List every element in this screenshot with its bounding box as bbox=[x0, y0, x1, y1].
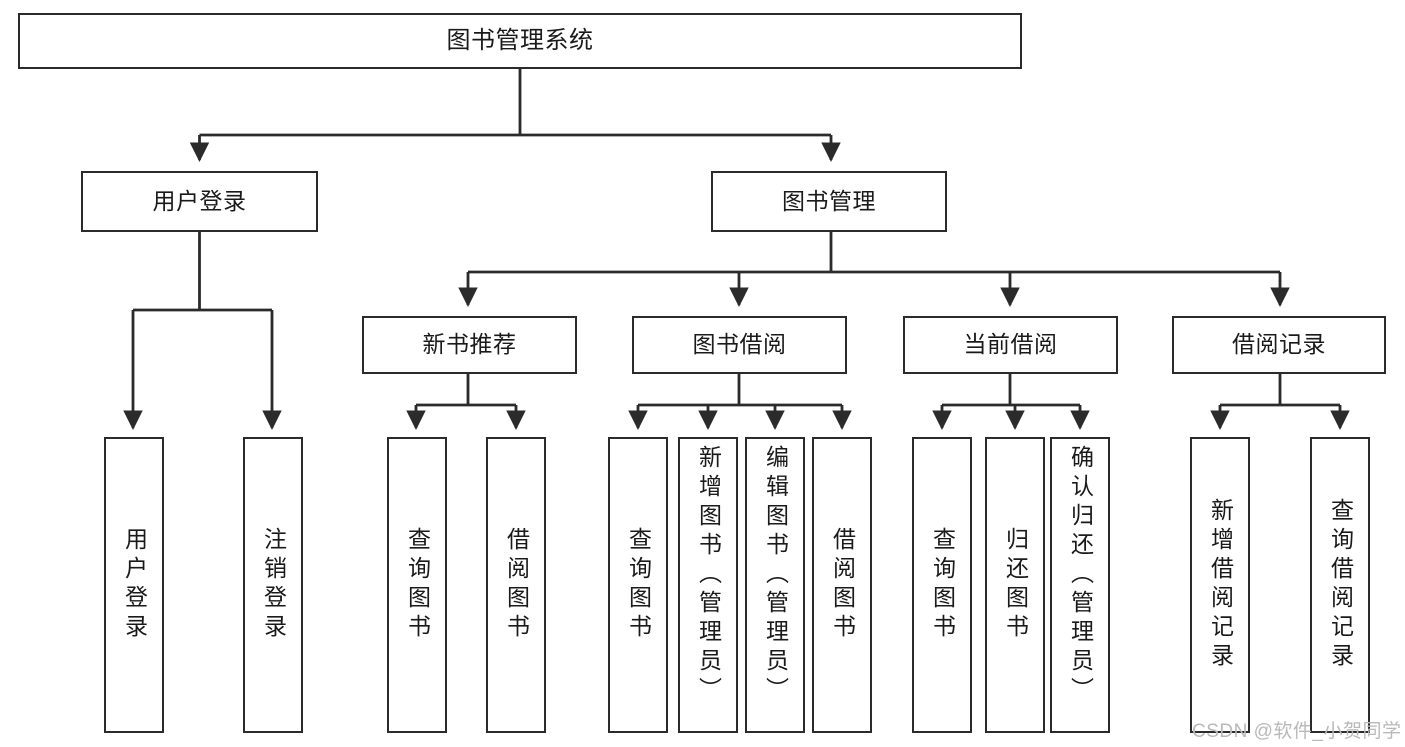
node-new-book-rec-label: 新书推荐 bbox=[422, 331, 517, 358]
node-leaf-add-record[interactable]: 新增借阅记录 bbox=[1190, 437, 1250, 733]
node-leaf-query-record-label: 查询借阅记录 bbox=[1327, 498, 1354, 672]
node-current-borrow[interactable]: 当前借阅 bbox=[903, 316, 1118, 374]
node-borrow-record[interactable]: 借阅记录 bbox=[1172, 316, 1386, 374]
node-leaf-query-book-1-label: 查询图书 bbox=[404, 527, 431, 643]
node-leaf-query-book-2[interactable]: 查询图书 bbox=[608, 437, 668, 733]
csdn-watermark: CSDN @软件_小贺同学 bbox=[1192, 721, 1402, 742]
node-leaf-logout[interactable]: 注销登录 bbox=[243, 437, 303, 733]
node-leaf-add-book-label: 新增图书（管理员） bbox=[695, 445, 722, 706]
node-user-login[interactable]: 用户登录 bbox=[81, 171, 318, 232]
node-leaf-query-book-3-label: 查询图书 bbox=[929, 527, 956, 643]
node-current-borrow-label: 当前借阅 bbox=[963, 331, 1058, 358]
node-leaf-borrow-book-1-label: 借阅图书 bbox=[503, 527, 530, 643]
node-leaf-query-record[interactable]: 查询借阅记录 bbox=[1310, 437, 1370, 733]
node-leaf-borrow-book-2[interactable]: 借阅图书 bbox=[812, 437, 872, 733]
node-new-book-rec[interactable]: 新书推荐 bbox=[362, 316, 577, 374]
node-leaf-query-book-3[interactable]: 查询图书 bbox=[912, 437, 972, 733]
node-book-borrow-label: 图书借阅 bbox=[692, 331, 787, 358]
node-book-manage[interactable]: 图书管理 bbox=[711, 171, 947, 232]
node-root-label: 图书管理系统 bbox=[446, 26, 594, 54]
node-leaf-borrow-book-1[interactable]: 借阅图书 bbox=[486, 437, 546, 733]
node-leaf-query-book-2-label: 查询图书 bbox=[625, 527, 652, 643]
node-leaf-add-record-label: 新增借阅记录 bbox=[1207, 498, 1234, 672]
node-leaf-confirm-return[interactable]: 确认归还（管理员） bbox=[1050, 437, 1110, 733]
node-leaf-user-login[interactable]: 用户登录 bbox=[104, 437, 164, 733]
node-leaf-logout-label: 注销登录 bbox=[260, 527, 287, 643]
node-leaf-add-book[interactable]: 新增图书（管理员） bbox=[678, 437, 738, 733]
node-leaf-query-book-1[interactable]: 查询图书 bbox=[387, 437, 447, 733]
node-user-login-label: 用户登录 bbox=[152, 187, 247, 214]
node-leaf-user-login-label: 用户登录 bbox=[121, 527, 148, 643]
node-leaf-edit-book-label: 编辑图书（管理员） bbox=[762, 445, 789, 706]
node-borrow-record-label: 借阅记录 bbox=[1232, 331, 1326, 358]
node-leaf-borrow-book-2-label: 借阅图书 bbox=[829, 527, 856, 643]
node-leaf-return-book-label: 归还图书 bbox=[1002, 527, 1029, 643]
node-book-manage-label: 图书管理 bbox=[782, 187, 876, 214]
node-leaf-confirm-return-label: 确认归还（管理员） bbox=[1067, 445, 1094, 706]
node-root[interactable]: 图书管理系统 bbox=[18, 13, 1022, 69]
node-leaf-edit-book[interactable]: 编辑图书（管理员） bbox=[745, 437, 805, 733]
node-book-borrow[interactable]: 图书借阅 bbox=[632, 316, 847, 374]
node-leaf-return-book[interactable]: 归还图书 bbox=[985, 437, 1045, 733]
